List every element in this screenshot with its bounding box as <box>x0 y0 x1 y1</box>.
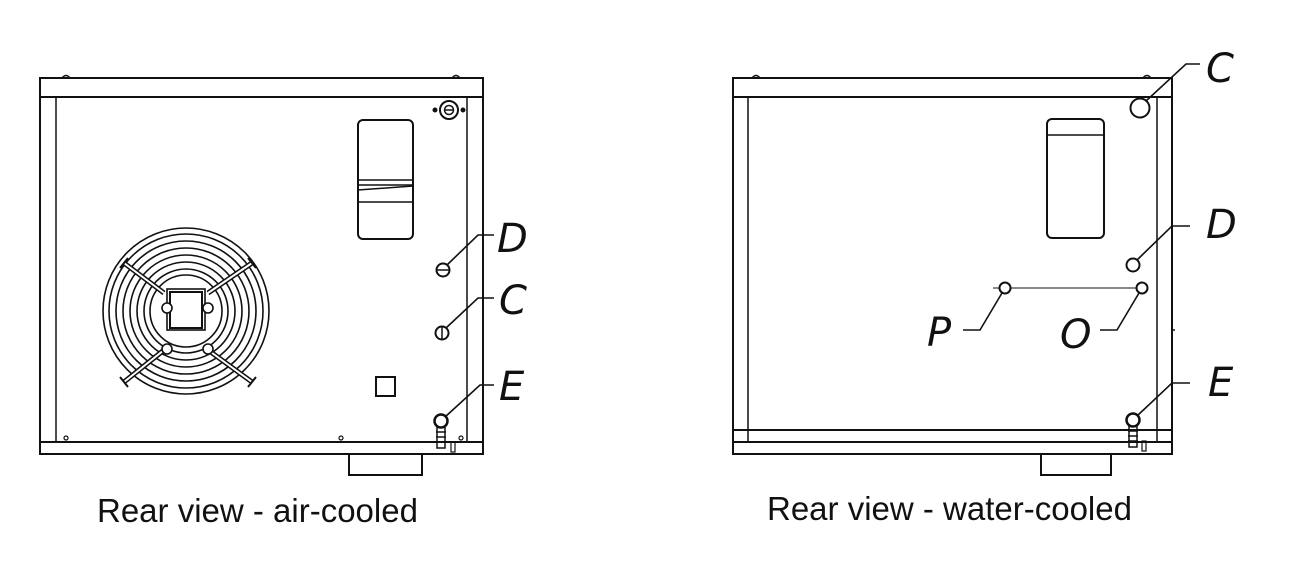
air-drain-e-icon <box>433 413 456 453</box>
air-base-plinth <box>348 453 423 476</box>
water-outer-frame <box>732 77 1173 455</box>
water-base-plinth <box>1040 453 1112 476</box>
water-drain-e-icon <box>1125 412 1147 452</box>
water-connection-o-icon <box>1135 281 1149 295</box>
water-label-e: E <box>1208 360 1234 406</box>
water-label-o: O <box>1060 312 1091 358</box>
air-small-square <box>375 376 396 397</box>
air-connection-d-icon <box>435 262 451 278</box>
water-label-p: P <box>927 310 952 356</box>
water-leader-o <box>1100 292 1140 331</box>
air-label-d: D <box>497 216 528 262</box>
air-top-rail <box>39 77 484 98</box>
water-label-c: C <box>1206 46 1234 92</box>
water-connection-c-icon <box>1129 97 1151 119</box>
water-top-rail <box>732 77 1173 98</box>
air-label-e: E <box>499 364 525 410</box>
air-hole-icon <box>458 435 464 441</box>
water-cooled-unit: C D P O E <box>732 46 1237 476</box>
air-label-c: C <box>499 278 527 324</box>
air-hole-icon <box>63 435 69 441</box>
water-leader-d <box>1136 225 1190 261</box>
air-leader-c <box>445 297 494 329</box>
water-cooled-caption: Rear view - water-cooled <box>767 490 1132 527</box>
air-connection-c-icon <box>434 325 450 341</box>
water-connection-d-icon <box>1125 257 1141 273</box>
air-fan-guard-icon <box>102 227 270 395</box>
water-handle-recess <box>1046 118 1105 239</box>
air-handle-recess <box>357 119 414 240</box>
water-leader-p <box>963 292 1003 331</box>
air-leader-e <box>444 384 494 418</box>
air-cooled-caption: Rear view - air-cooled <box>97 492 418 529</box>
air-cooled-unit: D C E <box>39 74 528 476</box>
air-leader-d <box>446 234 494 266</box>
air-outer-frame <box>39 77 484 455</box>
water-connection-p-icon <box>998 281 1012 295</box>
water-leader-e <box>1136 382 1190 417</box>
air-hole-icon <box>338 435 344 441</box>
water-label-d: D <box>1206 202 1237 248</box>
water-leader-c <box>1145 63 1200 102</box>
water-bottom-rail <box>732 429 1173 443</box>
air-bottom-rail <box>39 441 484 455</box>
air-top-fitting-icon <box>432 100 466 120</box>
